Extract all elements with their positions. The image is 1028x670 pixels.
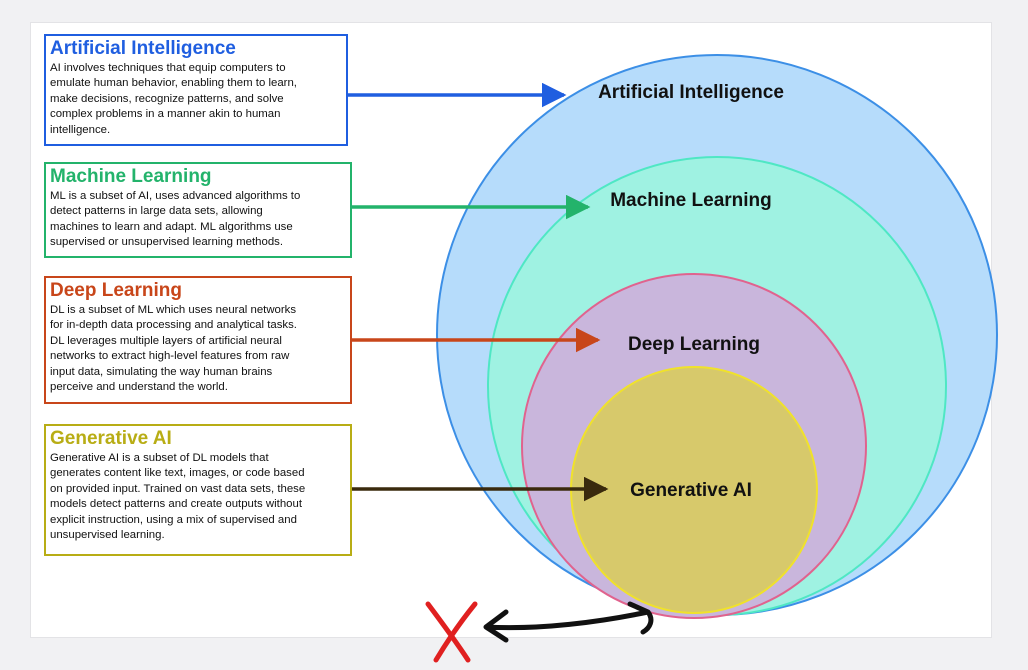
ml-desc-line: ML is a subset of AI, uses advanced algo… <box>50 190 301 202</box>
dl-description-box: Deep Learning DL is a subset of ML which… <box>44 276 352 404</box>
ai-desc-line: make decisions, recognize patterns, and … <box>50 92 284 105</box>
dl-desc-line: DL is a subset of ML which uses neural n… <box>50 304 297 316</box>
genai-box-description: Generative AI is a subset of DL models t… <box>50 451 346 543</box>
ml-circle-label: Machine Learning <box>610 190 772 211</box>
ai-desc-line: complex problems in a manner akin to hum… <box>50 108 281 121</box>
dl-box-title: Deep Learning <box>50 280 182 301</box>
ml-box-title: Machine Learning <box>50 166 212 187</box>
ai-box-description: AI involves techniques that equip comput… <box>50 61 342 138</box>
genai-desc-line: models detect patterns and create output… <box>50 498 303 511</box>
dl-desc-line: perceive and understand the world. <box>50 381 228 394</box>
genai-desc-line: explicit instruction, using a mix of sup… <box>50 513 297 526</box>
genai-circle-label: Generative AI <box>630 480 752 501</box>
dl-circle-label: Deep Learning <box>628 334 760 355</box>
genai-desc-line: unsupervised learning. <box>50 529 165 542</box>
ai-desc-line: AI involves techniques that equip comput… <box>50 62 286 74</box>
ai-desc-line: intelligence. <box>50 123 111 136</box>
genai-desc-line: generates content like text, images, or … <box>50 467 305 480</box>
ml-desc-line: supervised or unsupervised learning meth… <box>50 236 284 249</box>
ai-description-box: Artificial Intelligence AI involves tech… <box>44 34 348 146</box>
genai-desc-line: on provided input. Trained on vast data … <box>50 482 306 495</box>
dl-desc-line: networks to extract high-level features … <box>50 350 290 363</box>
genai-description-box: Generative AI Generative AI is a subset … <box>44 424 352 556</box>
red-x-mark-icon <box>425 601 478 663</box>
ml-box-description: ML is a subset of AI, uses advanced algo… <box>50 189 346 251</box>
genai-desc-line: Generative AI is a subset of DL models t… <box>50 452 269 464</box>
dl-desc-line: input data, simulating the way human bra… <box>50 365 273 378</box>
ai-desc-line: emulate human behavior, enabling them to… <box>50 77 297 90</box>
dl-desc-line: DL leverages multiple layers of artifici… <box>50 334 282 347</box>
ml-desc-line: machines to learn and adapt. ML algorith… <box>50 220 293 233</box>
ml-desc-line: detect patterns in large data sets, allo… <box>50 205 263 218</box>
ai-box-title: Artificial Intelligence <box>50 38 236 59</box>
dl-box-description: DL is a subset of ML which uses neural n… <box>50 303 346 395</box>
handwritten-annotation <box>425 601 654 663</box>
genai-box-title: Generative AI <box>50 428 172 449</box>
dl-desc-line: for in-depth data processing and analyti… <box>50 319 297 332</box>
ai-circle-label: Artificial Intelligence <box>598 82 784 103</box>
ml-description-box: Machine Learning ML is a subset of AI, u… <box>44 162 352 258</box>
double-headed-arrow-icon <box>483 601 654 643</box>
